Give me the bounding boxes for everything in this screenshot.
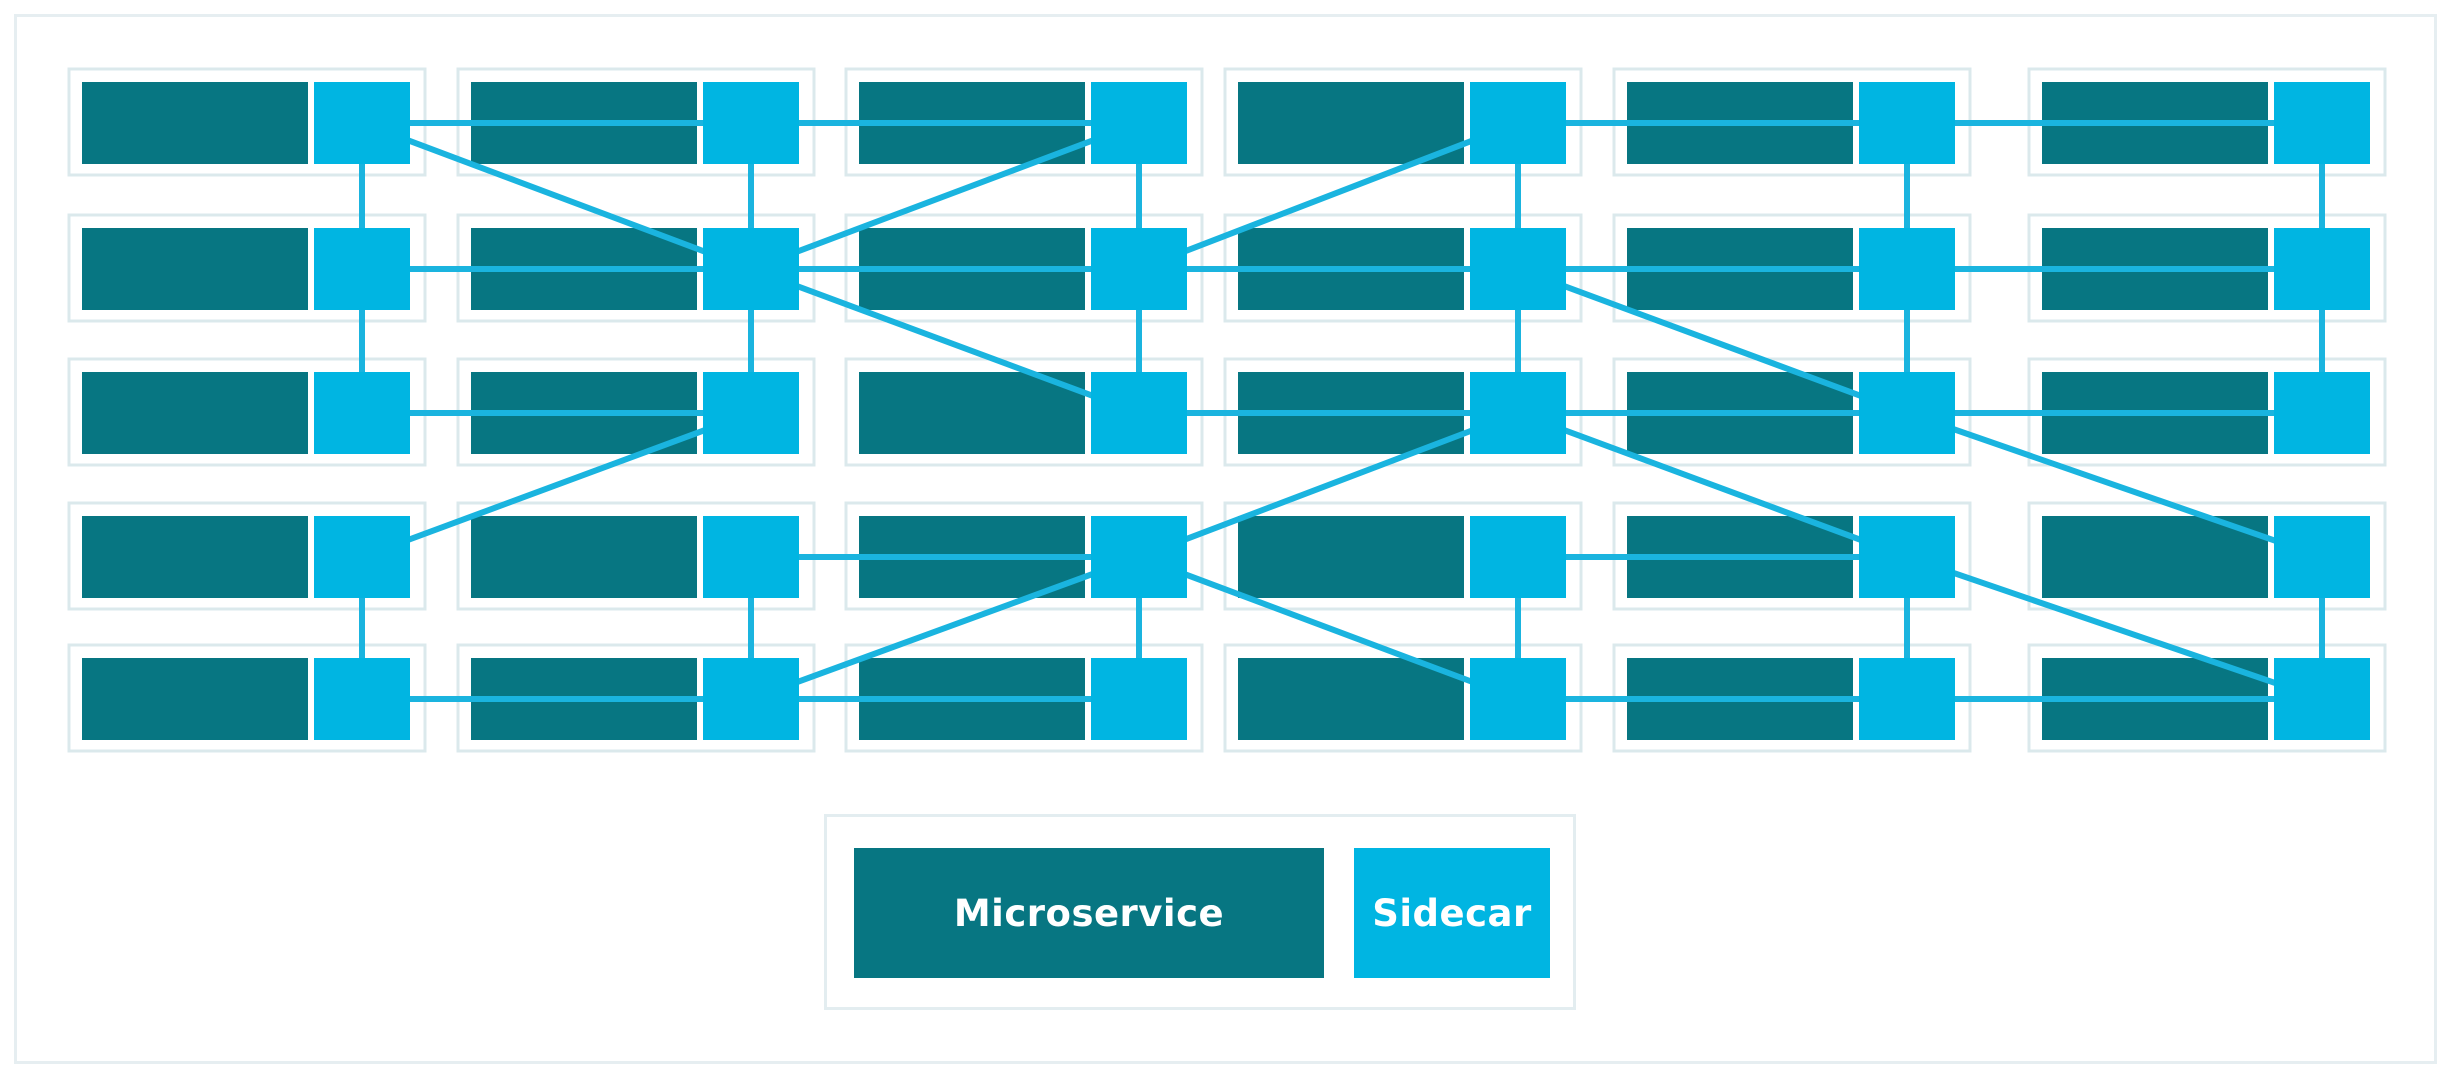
sidecar-block: [1859, 516, 1955, 598]
sidecar-block: [703, 228, 799, 310]
microservice-block: [1238, 516, 1464, 598]
sidecar-block: [1859, 658, 1955, 740]
sidecar-block: [1091, 82, 1187, 164]
sidecar-block: [2274, 372, 2370, 454]
sidecar-block: [1859, 228, 1955, 310]
legend-sidecar: Sidecar: [1354, 848, 1550, 978]
mesh-link: [1136, 410, 1521, 560]
sidecar-block: [314, 82, 410, 164]
sidecar-block: [314, 658, 410, 740]
sidecar-block: [703, 372, 799, 454]
legend-microservice: Microservice: [854, 848, 1324, 978]
microservice-block: [82, 228, 308, 310]
microservice-block: [82, 82, 308, 164]
sidecar-block: [703, 658, 799, 740]
links-layer: [359, 120, 2325, 702]
microservice-block: [859, 372, 1085, 454]
sidecar-block: [703, 82, 799, 164]
mesh-link: [1136, 554, 1521, 702]
mesh-link: [748, 554, 1142, 702]
microservice-block: [1238, 82, 1464, 164]
mesh-link: [1904, 410, 2325, 560]
mesh-link: [1136, 120, 1521, 272]
sidecar-block: [1859, 372, 1955, 454]
mesh-link: [359, 120, 754, 272]
mesh-link: [748, 120, 1142, 272]
mesh-link: [1904, 554, 2325, 702]
microservice-block: [82, 658, 308, 740]
sidecar-block: [1470, 658, 1566, 740]
sidecar-block: [1470, 82, 1566, 164]
sidecar-block: [1091, 516, 1187, 598]
legend: Microservice Sidecar: [824, 814, 1576, 1010]
sidecar-block: [2274, 228, 2370, 310]
sidecar-block: [1470, 516, 1566, 598]
sidecar-block: [703, 516, 799, 598]
sidecars-layer: [314, 82, 2370, 740]
microservice-block: [82, 516, 308, 598]
sidecar-block: [314, 228, 410, 310]
microservice-block: [471, 516, 697, 598]
sidecar-block: [314, 372, 410, 454]
sidecar-block: [2274, 516, 2370, 598]
sidecar-block: [1470, 372, 1566, 454]
sidecar-block: [1091, 658, 1187, 740]
microservice-block: [82, 372, 308, 454]
sidecar-block: [2274, 658, 2370, 740]
sidecar-block: [1091, 228, 1187, 310]
sidecar-block: [1859, 82, 1955, 164]
mesh-link: [1515, 410, 1910, 560]
microservice-block: [1238, 658, 1464, 740]
sidecar-block: [2274, 82, 2370, 164]
sidecar-block: [1091, 372, 1187, 454]
sidecar-block: [314, 516, 410, 598]
mesh-link: [1515, 266, 1910, 416]
mesh-link: [748, 266, 1142, 416]
mesh-link: [359, 410, 754, 560]
sidecar-block: [1470, 228, 1566, 310]
microservice-block: [2042, 516, 2268, 598]
